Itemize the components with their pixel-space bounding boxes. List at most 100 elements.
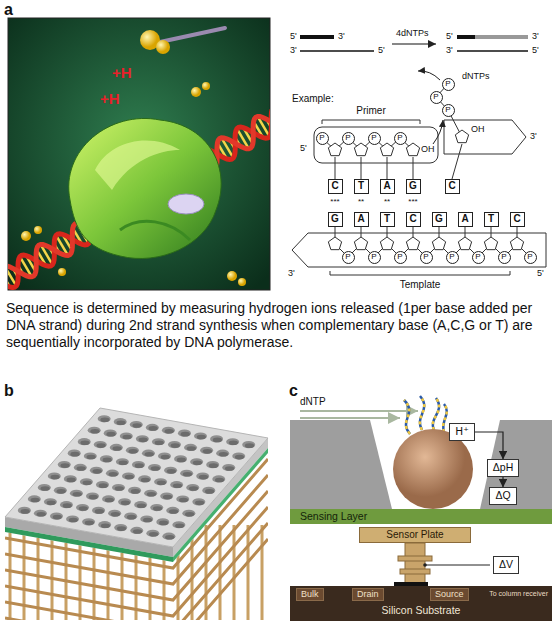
well-hole-depth xyxy=(225,466,234,471)
well-hole xyxy=(160,493,173,500)
caption-text: Sequence is determined by measuring hydr… xyxy=(6,300,546,351)
well-hole-depth xyxy=(195,501,204,506)
node-text: P xyxy=(371,253,376,261)
label-text: 3' xyxy=(530,131,537,141)
well-hole xyxy=(130,527,143,534)
phosphate-circle: P xyxy=(368,132,381,145)
phosphate-circle: P xyxy=(342,132,355,145)
well-hole-depth xyxy=(209,463,218,468)
well-hole-depth xyxy=(155,440,164,445)
well-hole xyxy=(50,513,63,520)
node-text: Drain xyxy=(357,589,379,600)
well-hole-depth xyxy=(213,438,222,443)
backbone-bond xyxy=(361,157,362,179)
well-hole xyxy=(58,461,71,468)
backbone xyxy=(322,84,530,257)
well-hole-depth xyxy=(159,521,168,526)
well-hole xyxy=(144,490,157,497)
nucleotide-ball xyxy=(58,268,66,276)
well-hole-depth xyxy=(85,521,94,526)
label-text: ** xyxy=(358,197,364,206)
base-box: G xyxy=(406,179,421,194)
well-hole xyxy=(112,484,125,491)
label-text: *** xyxy=(330,197,339,206)
via-ledge xyxy=(398,556,432,561)
well-hole xyxy=(34,510,47,517)
well-array xyxy=(18,415,255,540)
label-text: 5' xyxy=(537,268,544,278)
sense-wire xyxy=(423,563,490,567)
label-text: dNTP xyxy=(300,396,326,408)
node-text: C xyxy=(448,181,455,191)
base-box: C xyxy=(406,212,421,227)
template-bracket xyxy=(330,271,510,275)
sugar-pentagon xyxy=(380,143,393,156)
node-text: Sensor Plate xyxy=(368,528,462,542)
sense-wire xyxy=(425,565,490,566)
node-text: A xyxy=(383,181,390,191)
base-box: A xyxy=(458,212,473,227)
label-text: 5' xyxy=(446,31,453,41)
primer-bar xyxy=(300,35,334,39)
well-hole xyxy=(88,427,101,434)
well-hole xyxy=(66,515,79,522)
nucleotide-ball xyxy=(34,226,42,234)
well-hole xyxy=(186,484,199,491)
label-text: Primer xyxy=(356,105,385,117)
well-hole-depth xyxy=(167,469,176,474)
backbone-bond xyxy=(335,157,336,179)
well-hole-depth xyxy=(181,432,190,437)
well-hole xyxy=(242,441,255,448)
node-text: ΔV xyxy=(499,558,513,571)
well-hole xyxy=(84,452,97,459)
nucleotide-ball xyxy=(202,82,210,90)
well-hole-depth xyxy=(116,420,125,425)
well-hole-depth xyxy=(153,506,162,511)
well-hole xyxy=(168,441,181,448)
well-hole-depth xyxy=(199,475,208,480)
signal-box: ΔQ xyxy=(489,487,516,504)
well-hole-depth xyxy=(93,469,102,474)
well-hole-depth xyxy=(80,440,89,445)
backbone-bond xyxy=(335,226,336,237)
sugar-pentagon xyxy=(458,237,471,250)
node-text: Silicon Substrate xyxy=(290,604,552,617)
base-box: G xyxy=(432,212,447,227)
well-hole xyxy=(64,475,77,482)
lattice-post xyxy=(247,525,250,623)
well-hole xyxy=(60,501,73,508)
node-text: P xyxy=(501,253,506,261)
well-hole xyxy=(170,481,183,488)
dntp-flow-arrow xyxy=(300,417,400,419)
well-hole xyxy=(108,510,121,517)
well-hole xyxy=(174,455,187,462)
well-hole xyxy=(120,432,133,439)
well-hole xyxy=(104,430,117,437)
base-box: C xyxy=(445,179,460,194)
panel-letter: b xyxy=(4,382,14,400)
well-hole xyxy=(156,518,169,525)
sugar-pentagon xyxy=(406,143,419,156)
enzyme-subunit xyxy=(168,194,204,214)
well-hole-depth xyxy=(79,506,88,511)
well-hole xyxy=(90,467,103,474)
label-text: 5' xyxy=(532,45,539,55)
well-hole-depth xyxy=(157,481,166,486)
well-hole-depth xyxy=(133,529,142,534)
wire-dot xyxy=(423,563,427,567)
well-hole-depth xyxy=(125,475,134,480)
chip-illustration xyxy=(5,408,268,623)
label-text: dNTPs xyxy=(462,71,490,81)
well-hole-depth xyxy=(137,503,146,508)
well-hole-depth xyxy=(41,486,50,491)
well-hole xyxy=(98,415,111,422)
label-text: Template xyxy=(400,279,441,291)
well-hole-depth xyxy=(86,455,95,460)
base-box: G xyxy=(328,212,343,227)
primer-bracket xyxy=(322,120,420,124)
release-arrow xyxy=(418,71,440,80)
well-hole xyxy=(232,452,245,459)
well-hole-depth xyxy=(151,466,160,471)
phosphate-circle: P xyxy=(316,132,329,145)
